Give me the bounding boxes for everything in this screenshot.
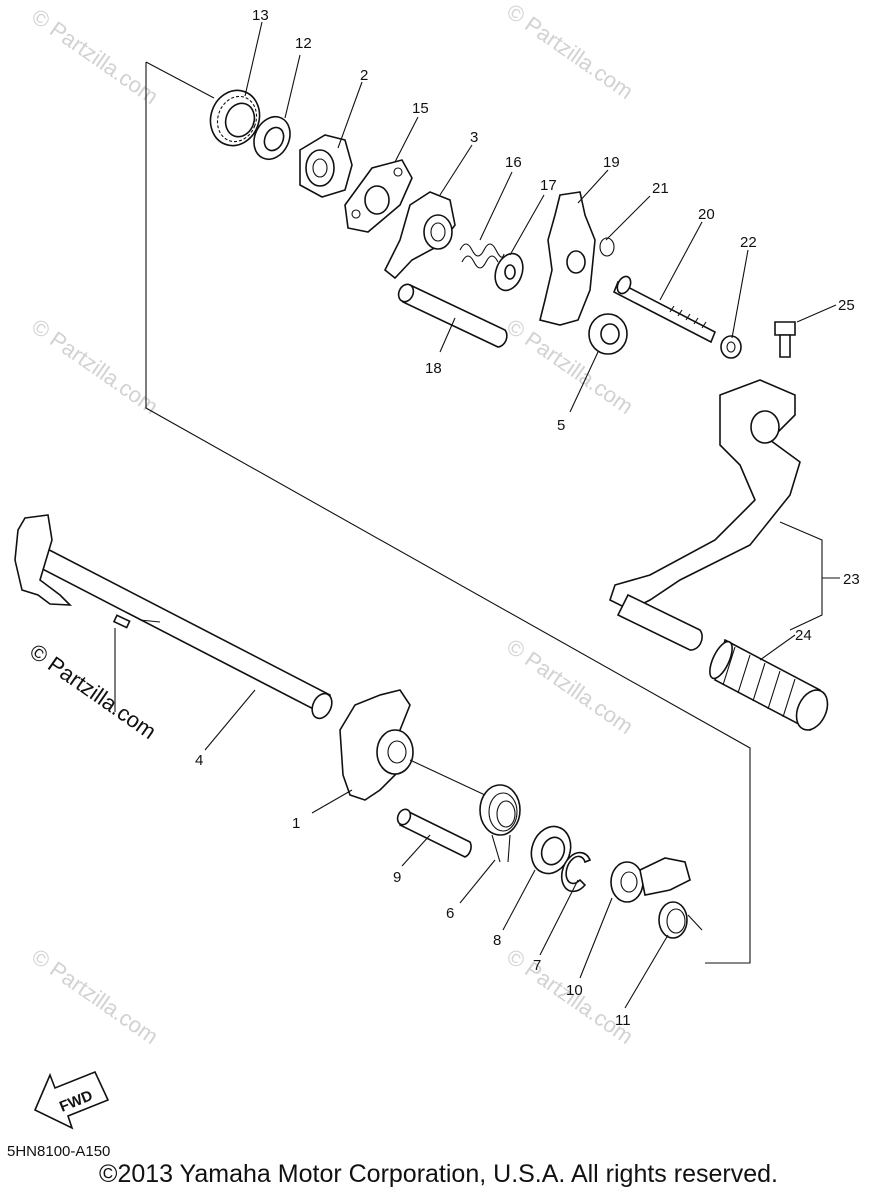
callout-10: 10 (566, 982, 583, 999)
callout-18: 18 (425, 360, 442, 377)
callout-21: 21 (652, 180, 669, 197)
return-spring (479, 784, 521, 863)
o-ring (599, 237, 615, 257)
assembly-outline (145, 61, 215, 99)
callout-7: 7 (533, 957, 541, 974)
dowel-pin (397, 283, 508, 348)
callout-12: 12 (295, 35, 312, 52)
collar (610, 857, 691, 903)
callout-2: 2 (360, 67, 368, 84)
callout-13: 13 (252, 7, 269, 24)
callout-11: 11 (615, 1012, 631, 1029)
callout-1: 1 (292, 815, 300, 832)
callout-23: 23 (843, 571, 860, 588)
callout-3: 3 (470, 129, 478, 146)
leader-lines (114, 21, 840, 1009)
shift-pedal (609, 379, 801, 651)
watermark: © Partzilla.com (27, 944, 163, 1050)
watermark: © Partzilla.com (502, 0, 638, 104)
shift-shaft (14, 514, 333, 720)
stopper-plate (344, 159, 413, 233)
circlip (560, 851, 592, 893)
callout-6: 6 (446, 905, 454, 922)
shift-lever (339, 689, 486, 801)
fwd-arrow-icon: FWD (33, 1070, 110, 1130)
callout-labels: 13 12 2 15 3 16 17 19 21 20 22 25 18 5 2… (195, 7, 860, 1029)
assembly-outline (145, 62, 751, 964)
watermark: © Partzilla.com (502, 634, 638, 740)
watermark: © Partzilla.com (25, 639, 161, 745)
bolt (774, 321, 796, 358)
stopper-lever (383, 191, 456, 280)
callout-4: 4 (195, 752, 203, 769)
adjusting-bolt (612, 275, 717, 344)
washer (530, 825, 572, 875)
washer (253, 116, 291, 160)
spring (658, 901, 703, 939)
callout-8: 8 (493, 932, 501, 949)
callout-25: 25 (838, 297, 855, 314)
callout-19: 19 (603, 154, 620, 171)
bracket (539, 191, 596, 326)
callout-20: 20 (698, 206, 715, 223)
pin (396, 808, 472, 858)
callout-24: 24 (795, 627, 812, 644)
watermark: © Partzilla.com (27, 314, 163, 420)
diagram-code: 5HN8100-A150 (7, 1143, 111, 1160)
pedal-rubber (709, 638, 829, 732)
copyright-notice: ©2013 Yamaha Motor Corporation, U.S.A. A… (99, 1160, 778, 1188)
callout-22: 22 (740, 234, 757, 251)
callout-5: 5 (557, 417, 565, 434)
washer (494, 252, 524, 292)
callout-9: 9 (393, 869, 401, 886)
nut (720, 335, 742, 359)
callout-16: 16 (505, 154, 522, 171)
bearing (209, 89, 261, 147)
callout-17: 17 (540, 177, 557, 194)
callout-15: 15 (412, 100, 429, 117)
oil-seal (588, 313, 628, 355)
spring (459, 243, 505, 269)
shift-segment (299, 134, 353, 198)
watermark: © Partzilla.com (27, 4, 163, 110)
